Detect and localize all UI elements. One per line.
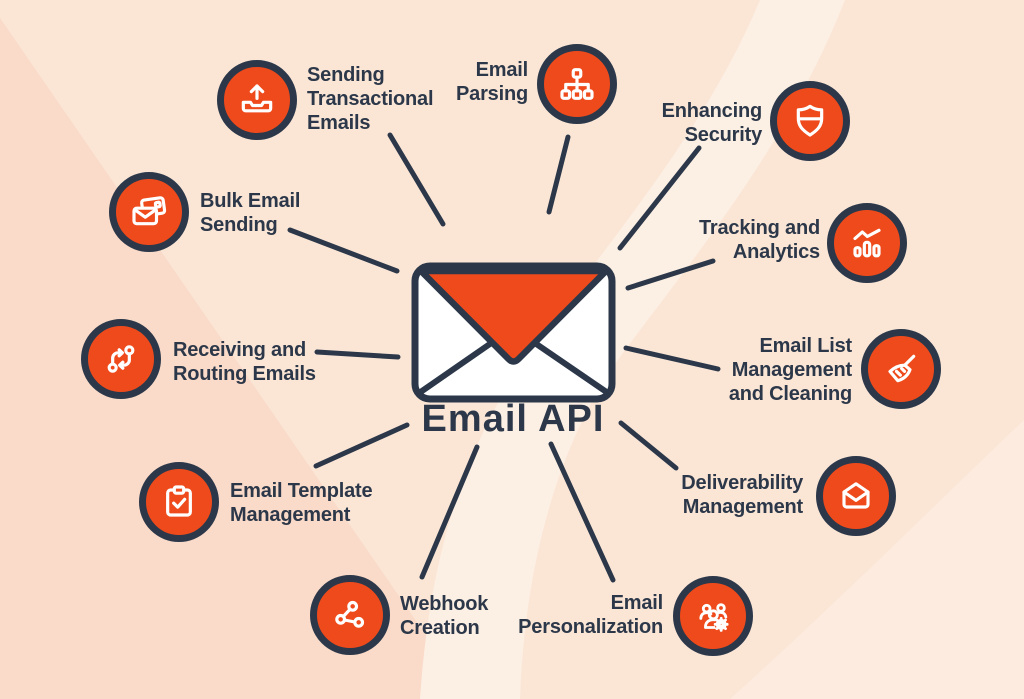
- node-email-list-management: [861, 329, 941, 409]
- node-email-personalization: [673, 576, 753, 656]
- node-label: Sending Transactional Emails: [307, 64, 434, 134]
- node-label: Email Parsing: [456, 59, 528, 105]
- connector-line: [419, 444, 480, 580]
- node-label: Email Template Management: [230, 480, 373, 526]
- connector-line: [548, 441, 616, 583]
- gear-icon: [713, 616, 729, 632]
- node-label: Bulk Email Sending: [200, 190, 301, 236]
- node-webhook-creation: [310, 575, 390, 655]
- connector-line: [287, 227, 400, 274]
- connector-line: [617, 145, 702, 251]
- connector-lines: [287, 132, 721, 583]
- users-gear-icon: [699, 603, 729, 632]
- routing-arrows-icon: [107, 345, 135, 373]
- node-label: Receiving and Routing Emails: [173, 339, 316, 385]
- node-deliverability-management: [816, 456, 896, 536]
- node-label: Enhancing Security: [661, 100, 763, 146]
- background-light-corner: [730, 420, 1024, 699]
- node-tracking-analytics: [827, 203, 907, 283]
- stacked-emails-icon: [132, 196, 167, 226]
- shield-icon: [796, 104, 824, 137]
- background-light-swoosh: [420, 0, 845, 699]
- upload-tray-icon: [241, 84, 273, 113]
- connector-line: [314, 349, 401, 360]
- connector-line: [546, 134, 571, 215]
- open-envelope-icon: [842, 482, 870, 509]
- connector-line: [618, 420, 679, 471]
- node-email-template-management: [139, 462, 219, 542]
- email-envelope-icon: [411, 262, 616, 403]
- node-label: Webhook Creation: [400, 593, 489, 639]
- node-label: Tracking and Analytics: [699, 217, 820, 263]
- clipboard-check-icon: [166, 485, 192, 517]
- sitemap-icon: [560, 68, 594, 100]
- node-label: Deliverability Management: [681, 472, 803, 518]
- node-label: Email Personalization: [518, 592, 663, 638]
- node-bulk-email-sending: [109, 172, 189, 252]
- broom-icon: [888, 354, 916, 383]
- bar-chart-icon: [853, 228, 881, 258]
- connector-line: [313, 422, 410, 469]
- node-label: Email List Management and Cleaning: [728, 335, 852, 405]
- webhook-icon: [335, 600, 365, 628]
- connector-line: [387, 132, 446, 227]
- node-enhancing-security: [770, 81, 850, 161]
- node-sending-transactional-emails: [217, 60, 297, 140]
- node-email-parsing: [537, 44, 617, 124]
- node-receiving-routing-emails: [81, 319, 161, 399]
- connector-line: [623, 345, 721, 372]
- center-title: Email API: [421, 398, 605, 440]
- connector-line: [625, 258, 716, 291]
